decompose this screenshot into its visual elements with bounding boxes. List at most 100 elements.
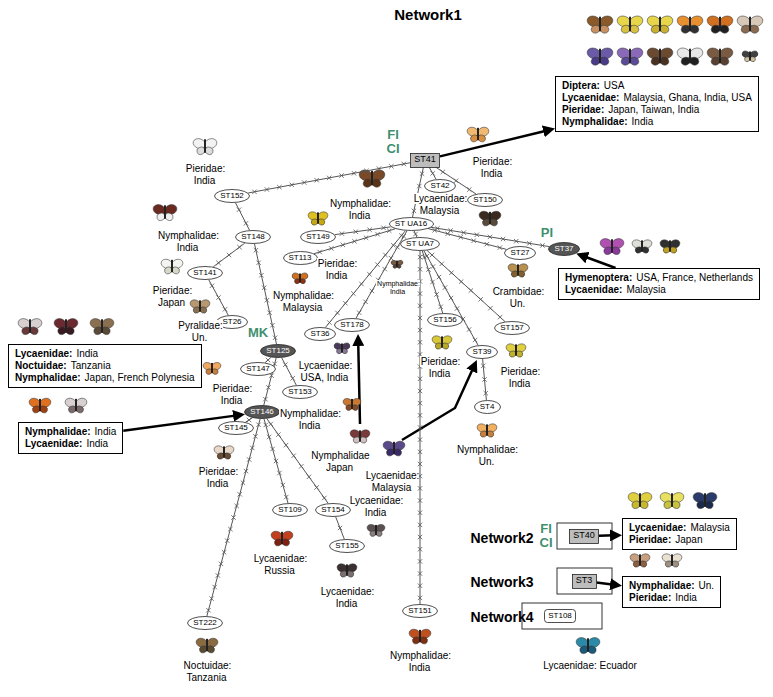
specimen-photo <box>382 440 406 457</box>
body <box>486 424 488 435</box>
network-link <box>424 251 478 345</box>
sequence-type-name: ST156 <box>433 316 457 325</box>
body <box>749 52 751 61</box>
network-link <box>246 418 253 422</box>
body <box>317 212 319 223</box>
network-link <box>248 162 410 194</box>
mutation-mark <box>269 422 327 500</box>
specimen-photo <box>202 361 222 375</box>
body <box>659 49 661 64</box>
sequence-type-name: ST154 <box>321 506 345 515</box>
node-outline <box>468 194 503 207</box>
sequence-type-name: ST41 <box>414 155 436 165</box>
specimen-photo <box>706 46 735 66</box>
mutation-mark <box>252 162 406 194</box>
network-heading-box: Network3 <box>462 574 542 590</box>
mutation-mark <box>413 232 417 236</box>
network-heading-box: Network2 <box>462 530 542 546</box>
node-outline <box>283 252 317 265</box>
mutation-mark <box>206 423 261 613</box>
network-heading: Network1 <box>393 6 463 23</box>
mutation-mark <box>247 418 251 422</box>
marker-code: CI <box>539 535 554 550</box>
body <box>587 638 589 651</box>
taxon-label: Nymphalidae: India <box>157 230 219 253</box>
specimen-photo <box>646 46 675 66</box>
taxon-label: Nymphalidae: India <box>329 198 391 221</box>
body <box>371 171 373 186</box>
node-outline <box>215 190 250 203</box>
host-list-box: Nymphalidae:IndiaLycaenidae:India <box>18 422 123 454</box>
family-name: Lycaenidae: <box>15 348 72 359</box>
mutation-mark <box>435 226 544 248</box>
sequence-type-name: ST39 <box>472 348 491 357</box>
network-heading: Network2 <box>469 530 534 546</box>
shared-sequence-type-node: ST37 <box>548 242 580 256</box>
taxon-label: Noctuidae: Tanzania <box>183 660 232 683</box>
node-outline <box>495 322 530 335</box>
network-line <box>207 419 260 616</box>
network-link <box>429 168 436 180</box>
sequence-type-node: ST150 <box>467 193 503 207</box>
sequence-type-name: ST36 <box>310 330 329 339</box>
locality-list: USA <box>604 80 625 91</box>
body <box>671 493 673 506</box>
sequence-type-node: ST113 <box>283 251 318 265</box>
taxon-label-box: Pieridae: India <box>201 383 264 407</box>
node-outline <box>428 314 463 327</box>
taxon-label-box: Pieridae: India <box>461 156 524 180</box>
taxon-label: Lycaenidae: India <box>349 495 404 518</box>
sequence-type-name: ST UA7 <box>406 240 434 249</box>
locality-list: India <box>76 348 98 359</box>
sequence-type-node: ST222 <box>187 616 223 630</box>
locality-list: Malaysia <box>626 284 665 295</box>
host-list-box: Lycaenidae:MalaysiaPieridae:Japan <box>622 518 737 550</box>
node-outline <box>505 247 536 260</box>
sequence-type-name: ST40 <box>573 531 595 541</box>
specimen-photo <box>629 552 651 568</box>
sequence-type-name: ST113 <box>289 254 312 263</box>
taxon-label-box: Nymphalidae Japan <box>309 450 372 474</box>
mutation-mark <box>357 234 406 315</box>
host-line: Diptera:USA <box>562 80 752 92</box>
specimen-photo <box>160 258 184 275</box>
body <box>359 430 361 441</box>
node-outline <box>467 346 498 359</box>
taxon-label-box: Lycaenidae: Ecuador <box>525 660 655 672</box>
sequence-type-node: ST148 <box>235 230 271 244</box>
network-frame <box>522 603 602 629</box>
node-outline <box>283 386 318 399</box>
mutation-mark <box>266 358 270 362</box>
body <box>65 319 67 332</box>
taxon-label-box: Lycaenidae: Malaysia <box>409 193 472 217</box>
sequence-type-box: ST41 <box>410 153 440 168</box>
sequence-type-name: ST178 <box>340 321 364 330</box>
body <box>704 493 706 506</box>
taxon-label: Nymphalidae: India <box>279 408 341 431</box>
sequence-type-name: ST152 <box>220 192 244 201</box>
taxon-label: Pieridae: India <box>212 383 252 406</box>
network-line <box>414 231 417 237</box>
body <box>164 205 166 218</box>
sequence-type-name: ST146 <box>250 408 274 417</box>
body <box>659 17 661 32</box>
specimen-photo <box>616 46 645 66</box>
network-line <box>336 517 345 539</box>
locality-list: Un. <box>699 580 715 591</box>
body <box>489 212 491 224</box>
network-line <box>429 168 436 180</box>
node-outline <box>316 504 351 517</box>
family-name: Nymphalidae: <box>25 426 91 437</box>
taxon-label-box: Nymphalidae: Malaysia <box>272 290 335 314</box>
taxon-label: Nymphalidae Japan <box>310 450 369 473</box>
specimen-photo <box>478 210 502 227</box>
network-line <box>335 227 391 235</box>
host-line: Lycaenidae:Malaysia, Ghana, India, USA <box>562 92 752 104</box>
locality-list: India <box>632 116 654 127</box>
taxon-label-box: Lycaenidae: India <box>316 586 379 610</box>
sequence-type-box: ST3 <box>572 574 597 589</box>
specimen-photo <box>349 428 371 444</box>
body <box>199 300 201 311</box>
pointer-arrow <box>440 130 547 156</box>
sequence-type-name: ST27 <box>510 249 529 258</box>
